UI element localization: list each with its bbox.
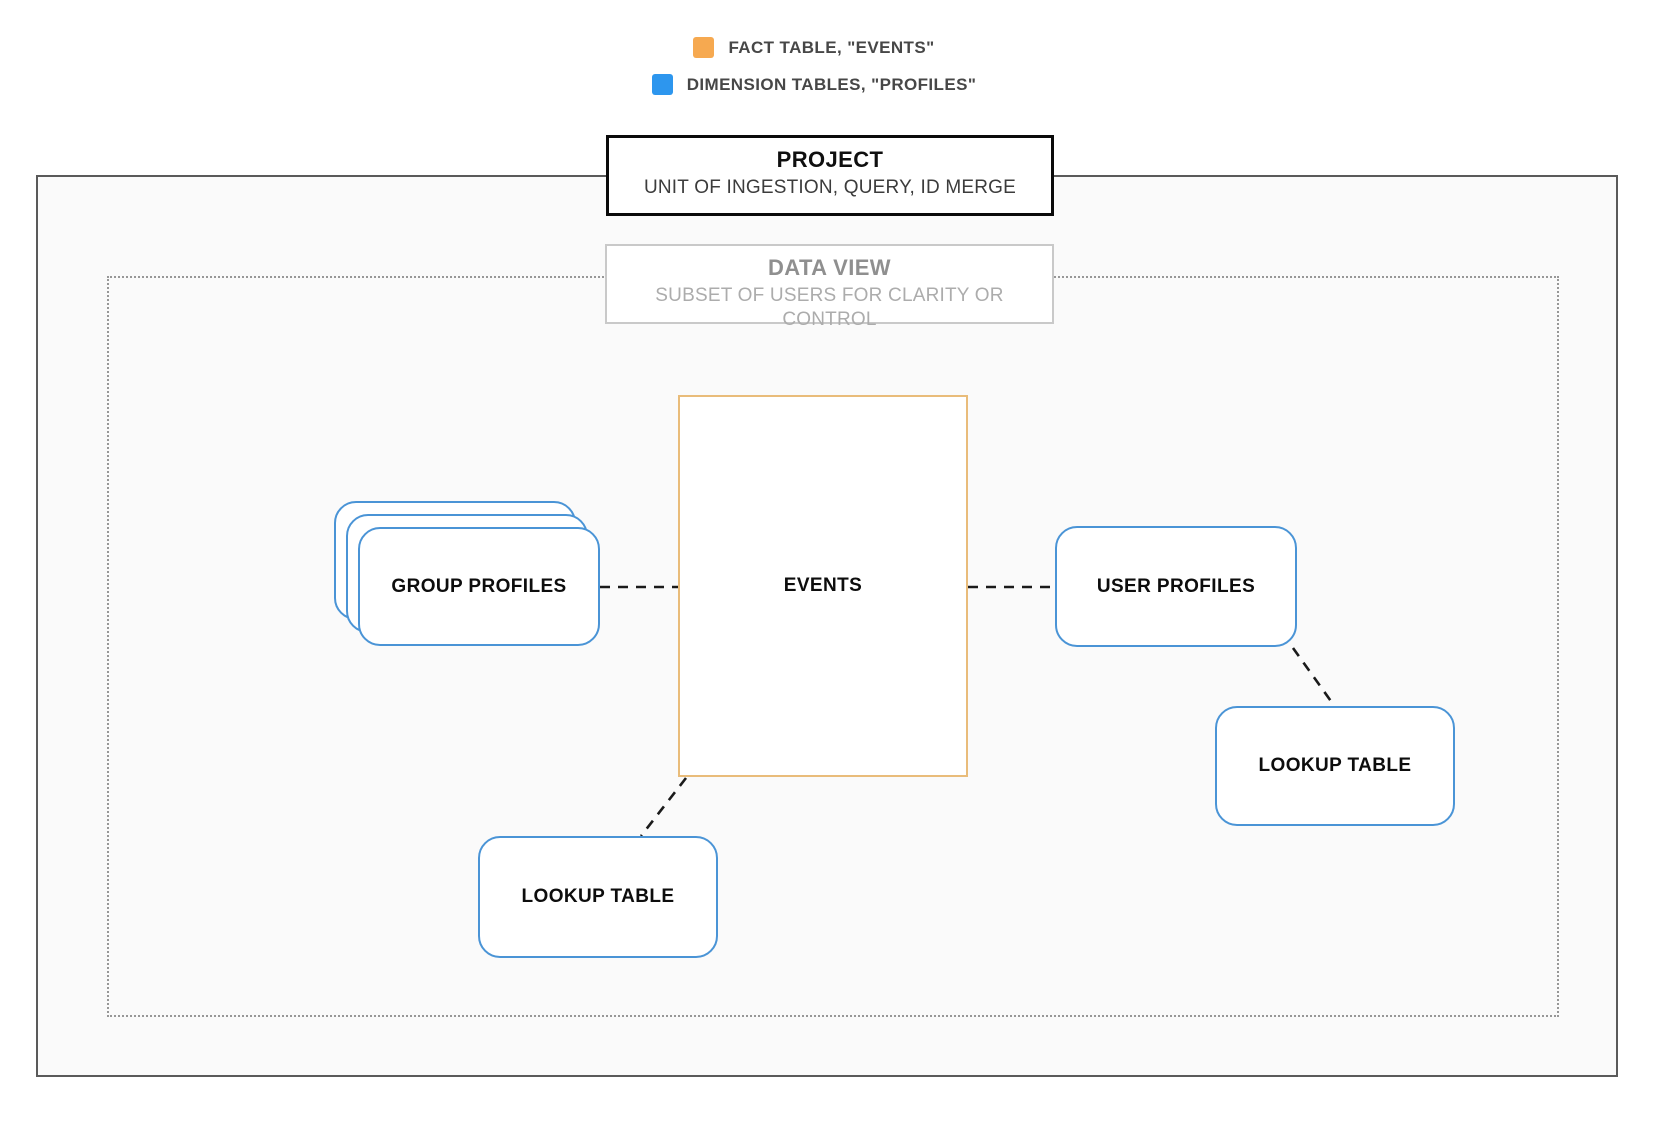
group-profiles-node: GROUP PROFILES: [358, 527, 600, 646]
dimension-tables-color-swatch: [651, 74, 673, 95]
project-title: PROJECT: [776, 147, 884, 172]
group-profiles-node-label: GROUP PROFILES: [391, 575, 567, 597]
events-node: EVENTS: [678, 395, 968, 777]
data-view-header-box: DATA VIEW SUBSET OF USERS FOR CLARITY OR…: [605, 244, 1054, 330]
data-view-title: DATA VIEW: [768, 255, 891, 280]
fact-table-legend-label: FACT TABLE, "EVENTS": [728, 37, 935, 57]
project-header-box: PROJECT UNIT OF INGESTION, QUERY, ID MER…: [606, 135, 1054, 216]
data-view-subtitle: SUBSET OF USERS FOR CLARITY OR CONTROL: [655, 285, 1004, 330]
dimension-tables-legend-label: DIMENSION TABLES, "PROFILES": [686, 74, 977, 94]
lookup-table-bottom-node-label: LOOKUP TABLE: [521, 886, 675, 907]
legend: FACT TABLE, "EVENTS" DIMENSION TABLES, "…: [0, 37, 1646, 95]
legend-item-fact-table: FACT TABLE, "EVENTS": [693, 37, 934, 58]
lookup-table-bottom-node: LOOKUP TABLE: [478, 836, 718, 958]
user-profiles-node-label: USER PROFILES: [1096, 575, 1256, 597]
project-subtitle: UNIT OF INGESTION, QUERY, ID MERGE: [643, 177, 1017, 198]
lookup-table-right-node-label: LOOKUP TABLE: [1258, 755, 1412, 776]
user-profiles-node: USER PROFILES: [1055, 526, 1297, 647]
fact-table-color-swatch: [693, 37, 715, 58]
lookup-table-right-node: LOOKUP TABLE: [1215, 706, 1455, 826]
events-node-label: EVENTS: [783, 575, 863, 596]
legend-item-dimension-tables: DIMENSION TABLES, "PROFILES": [651, 74, 977, 95]
